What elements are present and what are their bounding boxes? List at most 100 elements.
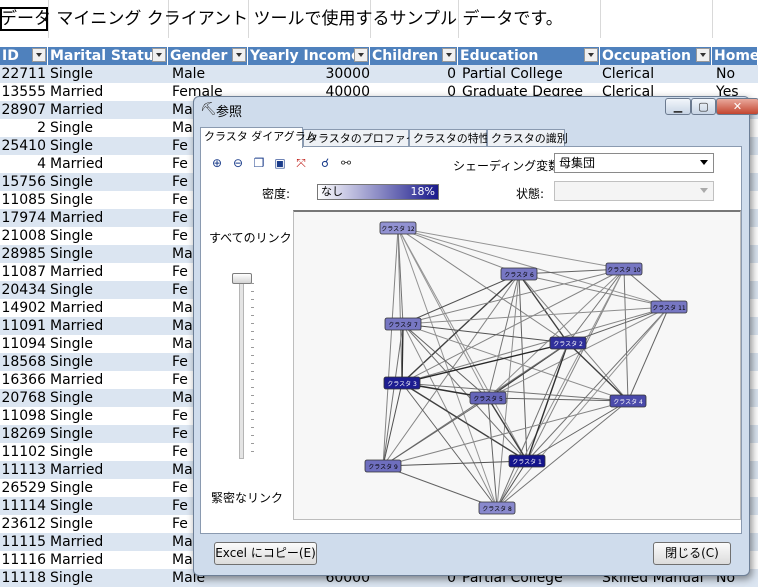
table-cell[interactable]: Single xyxy=(50,390,94,406)
table-cell[interactable]: Ma xyxy=(172,120,193,136)
table-cell[interactable]: Fe xyxy=(172,282,188,298)
minimize-button[interactable]: ▁ xyxy=(665,98,691,115)
table-cell[interactable]: Fe xyxy=(172,354,188,370)
table-cell[interactable]: 21008 xyxy=(1,228,46,244)
table-cell[interactable]: Single xyxy=(50,282,94,298)
table-cell[interactable]: 14902 xyxy=(1,300,46,316)
tab-cluster-discrimination[interactable]: クラスタの識別 xyxy=(487,129,568,147)
table-cell[interactable]: Fe xyxy=(172,174,188,190)
table-cell[interactable]: Married xyxy=(50,534,104,550)
table-cell[interactable]: Married xyxy=(50,84,104,100)
copy-icon[interactable]: ❐ xyxy=(253,156,265,170)
table-cell[interactable]: Single xyxy=(50,336,94,352)
table-cell[interactable]: Fe xyxy=(172,480,188,496)
zoom-out-icon[interactable]: ⊖ xyxy=(232,156,244,170)
table-cell[interactable]: Single xyxy=(50,174,94,190)
link-strength-track[interactable] xyxy=(239,277,244,459)
filter-dropdown-icon[interactable] xyxy=(442,48,456,62)
table-cell[interactable]: 0 xyxy=(447,570,456,586)
cluster-node[interactable]: クラスタ 7 xyxy=(384,317,422,331)
table-cell[interactable]: Fe xyxy=(172,372,188,388)
table-cell[interactable]: Single xyxy=(50,498,94,514)
table-cell[interactable]: Fe xyxy=(172,264,188,280)
table-cell[interactable]: Partial College xyxy=(462,66,563,82)
table-cell[interactable]: Fe xyxy=(172,516,188,532)
table-cell[interactable]: 11115 xyxy=(1,534,46,550)
shading-variable-select[interactable]: 母集団 xyxy=(554,153,714,173)
table-cell[interactable]: 18269 xyxy=(1,426,46,442)
table-cell[interactable]: Married xyxy=(50,156,104,172)
table-cell[interactable]: Ma xyxy=(172,318,193,334)
table-cell[interactable]: 30000 xyxy=(325,66,370,82)
table-cell[interactable]: 11116 xyxy=(1,552,46,568)
table-cell[interactable]: Ma xyxy=(172,336,193,352)
tab-cluster-diagram[interactable]: クラスタ ダイアグラム xyxy=(200,127,316,148)
table-cell[interactable]: Single xyxy=(50,228,94,244)
table-cell[interactable]: 11098 xyxy=(1,408,46,424)
cluster-node[interactable]: クラスタ 4 xyxy=(609,394,647,408)
table-cell[interactable]: 20434 xyxy=(1,282,46,298)
table-cell[interactable]: 20768 xyxy=(1,390,46,406)
cluster-node[interactable]: クラスタ 8 xyxy=(478,501,516,515)
table-cell[interactable]: Single xyxy=(50,66,94,82)
table-cell[interactable]: 15756 xyxy=(1,174,46,190)
table-cell[interactable]: Single xyxy=(50,408,94,424)
dialog-titlebar[interactable]: ⛏ 参照 ▁ ▢ ✕ xyxy=(194,97,758,121)
table-cell[interactable]: Fe xyxy=(172,426,188,442)
cluster-node[interactable]: クラスタ 1 xyxy=(508,454,546,468)
filter-dropdown-icon[interactable] xyxy=(152,48,166,62)
find-icon[interactable]: ☌ xyxy=(320,156,330,170)
zoom-in-icon[interactable]: ⊕ xyxy=(211,156,223,170)
table-cell[interactable]: 11087 xyxy=(1,264,46,280)
table-cell[interactable]: Ma xyxy=(172,534,193,550)
table-cell[interactable]: 11085 xyxy=(1,192,46,208)
table-cell[interactable]: Fe xyxy=(172,408,188,424)
filter-dropdown-icon[interactable] xyxy=(32,48,46,62)
column-header[interactable]: Yearly Income xyxy=(248,47,370,65)
table-cell[interactable]: Married xyxy=(50,552,104,568)
table-cell[interactable]: Fe xyxy=(172,444,188,460)
cluster-node[interactable]: クラスタ 12 xyxy=(379,221,417,235)
table-cell[interactable]: 11118 xyxy=(1,570,46,586)
cluster-node[interactable]: クラスタ 11 xyxy=(650,300,688,314)
table-cell[interactable]: 11091 xyxy=(1,318,46,334)
column-header[interactable]: Marital Status xyxy=(48,47,168,65)
table-cell[interactable]: Single xyxy=(50,444,94,460)
table-cell[interactable]: Fe xyxy=(172,192,188,208)
table-cell[interactable]: 11102 xyxy=(1,444,46,460)
layout-icon[interactable]: ⚯ xyxy=(340,156,352,170)
table-cell[interactable]: Single xyxy=(50,480,94,496)
table-cell[interactable]: Married xyxy=(50,372,104,388)
state-select[interactable] xyxy=(554,181,714,201)
table-cell[interactable]: Married xyxy=(50,318,104,334)
table-cell[interactable]: Single xyxy=(50,246,94,262)
close-button[interactable]: 閉じる(C) xyxy=(653,542,731,565)
filter-dropdown-icon[interactable] xyxy=(232,48,246,62)
table-cell[interactable]: 28985 xyxy=(1,246,46,262)
filter-dropdown-icon[interactable] xyxy=(584,48,598,62)
table-cell[interactable]: 18568 xyxy=(1,354,46,370)
column-header[interactable]: Education xyxy=(458,47,600,65)
cluster-node[interactable]: クラスタ 6 xyxy=(500,267,538,281)
cluster-node[interactable]: クラスタ 5 xyxy=(469,391,507,405)
tab-cluster-characteristics[interactable]: クラスタの特性 xyxy=(409,129,490,147)
table-cell[interactable]: Single xyxy=(50,516,94,532)
cluster-node[interactable]: クラスタ 2 xyxy=(549,336,587,350)
column-header[interactable]: Occupation xyxy=(600,47,712,65)
table-cell[interactable]: Married xyxy=(50,210,104,226)
table-cell[interactable]: Fe xyxy=(172,498,188,514)
table-cell[interactable]: Ma xyxy=(172,102,193,118)
table-cell[interactable]: Single xyxy=(50,138,94,154)
cluster-node[interactable]: クラスタ 9 xyxy=(364,459,402,473)
